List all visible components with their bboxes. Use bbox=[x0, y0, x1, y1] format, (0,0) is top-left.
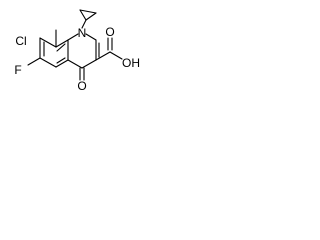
fluorine-label: F bbox=[14, 63, 21, 77]
quinolone-ring bbox=[67, 33, 100, 69]
structure-diagram: Cl F N O O OH bbox=[14, 9, 140, 93]
chlorine-label: Cl bbox=[15, 34, 26, 48]
cyclopropyl-group bbox=[79, 9, 97, 29]
ketone-oxygen-label: O bbox=[77, 79, 86, 93]
carboxylic-acid-group bbox=[95, 37, 123, 61]
hydroxyl-label: OH bbox=[122, 56, 140, 70]
benzene-ring bbox=[27, 37, 69, 68]
ketone-group bbox=[79, 67, 85, 81]
carboxyl-oxygen-label: O bbox=[105, 25, 114, 39]
nitrogen-label: N bbox=[78, 26, 87, 40]
